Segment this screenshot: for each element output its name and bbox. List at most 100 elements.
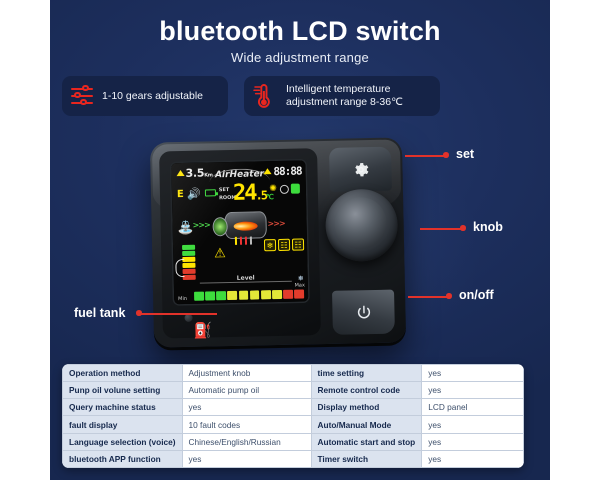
lcd-level-section: Level Min Max ❄ bbox=[178, 273, 307, 302]
spec-value: Chinese/English/Russian bbox=[181, 432, 312, 451]
lcd-controller-device: 3.5Km AirHeater 88:88 E 🔊 SET ROOM 24.5℃ bbox=[149, 137, 407, 348]
fuel-pump-icon: ⛽ bbox=[193, 322, 213, 340]
callout-line-knob bbox=[420, 228, 462, 230]
table-row: Query machine status yes Display method … bbox=[62, 398, 524, 417]
lcd-temperature: 24.5℃ bbox=[232, 180, 272, 206]
badge-temperature: Intelligent temperature adjustment range… bbox=[244, 76, 440, 116]
callout-dot-knob bbox=[460, 225, 466, 231]
spec-key: Remote control code bbox=[310, 381, 423, 400]
callout-knob: knob bbox=[473, 220, 503, 234]
spec-value: yes bbox=[421, 432, 524, 451]
lcd-status-icons: ✺ bbox=[269, 183, 300, 195]
table-row: Operation method Adjustment knob time se… bbox=[62, 364, 524, 383]
lcd-level-label: Level bbox=[199, 273, 292, 284]
rotary-knob[interactable] bbox=[324, 188, 399, 262]
spec-key: bluetooth APP function bbox=[62, 449, 183, 468]
level-segment bbox=[194, 291, 204, 301]
battery-icon bbox=[204, 189, 217, 197]
callout-dot-set bbox=[443, 152, 449, 158]
spec-table: Operation method Adjustment knob time se… bbox=[62, 364, 524, 468]
heater-pins bbox=[233, 236, 253, 245]
page-title: bluetooth LCD switch bbox=[159, 16, 441, 46]
flame-icon bbox=[233, 221, 258, 231]
fan-icon: ✺ bbox=[269, 184, 277, 195]
spec-key: fault display bbox=[62, 415, 183, 434]
power-button[interactable] bbox=[332, 289, 395, 335]
lcd-mode-icons: ❄ ☷ ☷ bbox=[263, 238, 305, 252]
spec-key: Operation method bbox=[62, 364, 183, 383]
spec-value: Adjustment knob bbox=[181, 364, 312, 383]
snowflake-small-icon: ❄ bbox=[297, 274, 304, 283]
spec-value: yes bbox=[181, 449, 312, 468]
level-segment bbox=[238, 290, 249, 300]
screen-bezel: 3.5Km AirHeater 88:88 E 🔊 SET ROOM 24.5℃ bbox=[171, 160, 309, 305]
level-segment bbox=[294, 289, 305, 299]
burner-icon: ⛲ bbox=[177, 220, 195, 237]
table-row: bluetooth APP function yes Timer switch … bbox=[62, 449, 524, 468]
table-row: fault display 10 fault codes Auto/Manual… bbox=[62, 415, 524, 434]
table-row: Language selection (voice) Chinese/Engli… bbox=[62, 432, 524, 451]
badge-gears: 1-10 gears adjustable bbox=[62, 76, 228, 116]
level-segment bbox=[205, 291, 216, 301]
lcd-mode-letter: E bbox=[176, 188, 184, 201]
spec-value: yes bbox=[421, 364, 524, 383]
heater-unit-graphic bbox=[212, 209, 271, 245]
device-control-panel bbox=[324, 146, 399, 335]
lcd-max-label: Max bbox=[294, 282, 305, 289]
heater-barrel bbox=[224, 211, 267, 240]
badge-temperature-line2: adjustment range 8-36℃ bbox=[286, 96, 403, 108]
level-segment bbox=[271, 289, 282, 300]
snowflake-icon: ❄ bbox=[263, 239, 277, 252]
heater-grid-icon-2: ☷ bbox=[291, 238, 305, 251]
spec-key: Language selection (voice) bbox=[62, 432, 183, 451]
spec-key: Display method bbox=[310, 398, 423, 417]
spec-table-container: Operation method Adjustment knob time se… bbox=[62, 364, 524, 468]
spec-value: Automatic pump oil bbox=[181, 381, 312, 400]
callout-set: set bbox=[456, 147, 475, 161]
speaker-icon: 🔊 bbox=[186, 187, 201, 201]
spec-table-body: Operation method Adjustment knob time se… bbox=[62, 364, 524, 468]
power-icon bbox=[357, 305, 370, 318]
table-row: Punp oil volune setting Automatic pump o… bbox=[62, 381, 524, 400]
triangle-icon-2 bbox=[263, 168, 272, 175]
spec-value: yes bbox=[421, 415, 524, 434]
lcd-distance: 3.5Km bbox=[176, 166, 213, 180]
callout-fueltank: fuel tank bbox=[74, 306, 126, 320]
spec-key: Punp oil volune setting bbox=[62, 381, 183, 400]
set-button[interactable] bbox=[329, 146, 392, 192]
callout-line-onoff bbox=[408, 296, 448, 298]
spec-key: time setting bbox=[310, 364, 423, 383]
level-segment bbox=[216, 291, 227, 301]
gear-icon bbox=[354, 162, 368, 176]
spec-value: yes bbox=[181, 398, 312, 417]
spec-key: Automatic start and stop bbox=[310, 432, 423, 451]
ring-icon bbox=[279, 184, 289, 194]
badge-temperature-label: Intelligent temperature adjustment range… bbox=[286, 83, 403, 109]
level-segment bbox=[249, 290, 260, 300]
spec-key: Auto/Manual Mode bbox=[310, 415, 423, 434]
badge-temperature-line1: Intelligent temperature bbox=[286, 83, 391, 95]
device-screen-housing: 3.5Km AirHeater 88:88 E 🔊 SET ROOM 24.5℃ bbox=[159, 148, 321, 340]
callout-dot-onoff bbox=[446, 293, 452, 299]
sliders-icon bbox=[71, 84, 93, 107]
spec-value: yes bbox=[421, 449, 524, 468]
callout-line-fueltank bbox=[141, 313, 217, 315]
warning-icon: ⚠ bbox=[214, 246, 227, 262]
level-segment bbox=[260, 290, 271, 300]
callout-onoff: on/off bbox=[459, 288, 494, 302]
callout-line-set bbox=[405, 155, 445, 157]
lcd-display: 3.5Km AirHeater 88:88 E 🔊 SET ROOM 24.5℃ bbox=[171, 160, 309, 305]
badge-gears-label: 1-10 gears adjustable bbox=[102, 89, 203, 102]
heater-grid-icon: ☷ bbox=[277, 238, 291, 251]
fuel-hose-icon bbox=[175, 258, 185, 278]
spec-value: 10 fault codes bbox=[181, 415, 312, 434]
spec-key: Timer switch bbox=[310, 449, 423, 468]
lcd-status-row: E 🔊 SET ROOM 24.5℃ ✺ bbox=[176, 180, 302, 207]
green-block-icon bbox=[290, 183, 300, 194]
spec-value: yes bbox=[421, 381, 524, 400]
level-segment bbox=[227, 290, 238, 301]
thermometer-icon bbox=[253, 83, 277, 109]
lcd-level-bar bbox=[194, 289, 305, 301]
feature-badges: 1-10 gears adjustable Intelligent temper… bbox=[62, 76, 442, 116]
